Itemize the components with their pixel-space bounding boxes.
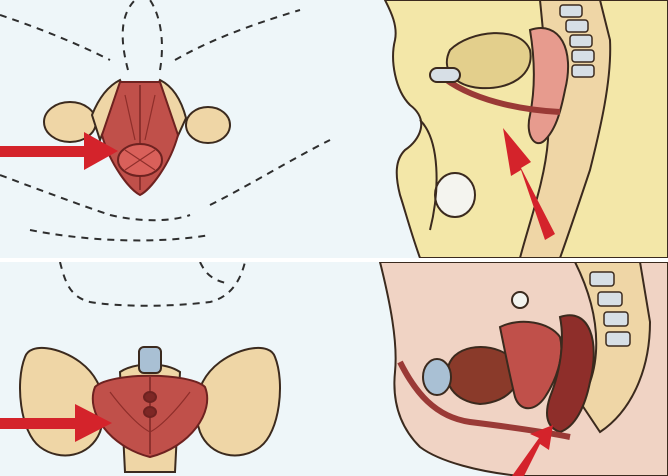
male-testis xyxy=(434,172,476,218)
male-panel-drawing xyxy=(0,0,668,258)
male-sagittal-section xyxy=(383,0,668,258)
female-panel-drawing xyxy=(0,262,668,476)
female-left-arrow xyxy=(0,404,112,442)
female-pelvic-floor-muscles xyxy=(91,374,209,459)
male-panel xyxy=(0,0,668,258)
male-spine xyxy=(559,4,595,78)
female-uterus xyxy=(498,320,563,410)
female-spine xyxy=(589,271,631,347)
female-right-arrow xyxy=(512,425,553,476)
male-perineal-muscles xyxy=(100,81,180,197)
female-panel xyxy=(0,262,668,476)
female-rectum xyxy=(546,314,595,434)
male-right-arrow xyxy=(503,128,555,240)
male-left-arrow xyxy=(0,132,118,170)
female-sagittal-section xyxy=(378,262,668,476)
female-body-outline xyxy=(59,262,246,307)
male-body-outline xyxy=(0,0,331,242)
panel-divider xyxy=(0,258,668,262)
